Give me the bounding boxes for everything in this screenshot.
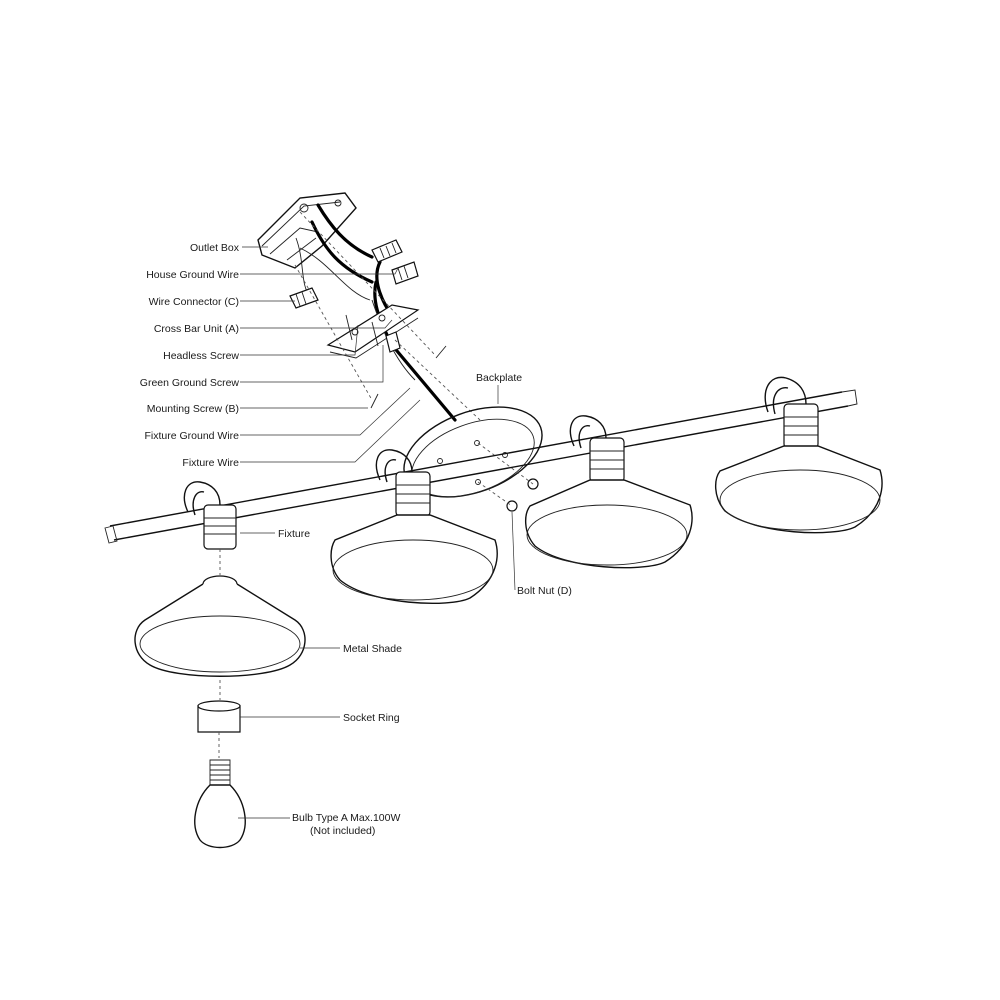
label-cross-bar-unit: Cross Bar Unit (A) [154,323,239,335]
callout-labels: Outlet Box House Ground Wire Wire Connec… [140,242,572,837]
label-bolt-nut: Bolt Nut (D) [517,585,572,597]
label-headless-screw: Headless Screw [163,350,239,362]
exploded-shade [134,549,306,700]
label-green-ground-screw: Green Ground Screw [140,377,240,389]
outlet-box-icon [257,192,357,269]
label-bulb-line1: Bulb Type A Max.100W [292,812,400,824]
label-bulb-line2: (Not included) [310,825,375,837]
lamp-arm-3 [569,415,625,483]
label-mounting-screw: Mounting Screw (B) [147,403,239,415]
cross-bar-icon [326,304,420,359]
lamp-arm-2 [375,449,431,517]
lamp-arm-1 [183,481,237,550]
lamp-shade-icon [330,445,883,605]
leader-lines [238,246,516,819]
label-backplate: Backplate [476,372,522,384]
house-wires [295,203,457,422]
label-metal-shade: Metal Shade [343,643,402,655]
label-fixture-ground-wire: Fixture Ground Wire [144,430,239,442]
label-wire-connector: Wire Connector (C) [149,296,239,308]
socket-ring-icon [197,700,241,758]
label-fixture-wire: Fixture Wire [182,457,239,469]
wire-connector-icon [289,239,419,309]
light-bulb-icon [194,759,246,849]
lamp-arm-4 [764,376,819,449]
label-socket-ring: Socket Ring [343,712,400,724]
label-outlet-box: Outlet Box [190,242,240,254]
label-house-ground-wire: House Ground Wire [146,269,239,281]
screw-icon [294,211,481,421]
label-fixture: Fixture [278,528,310,540]
